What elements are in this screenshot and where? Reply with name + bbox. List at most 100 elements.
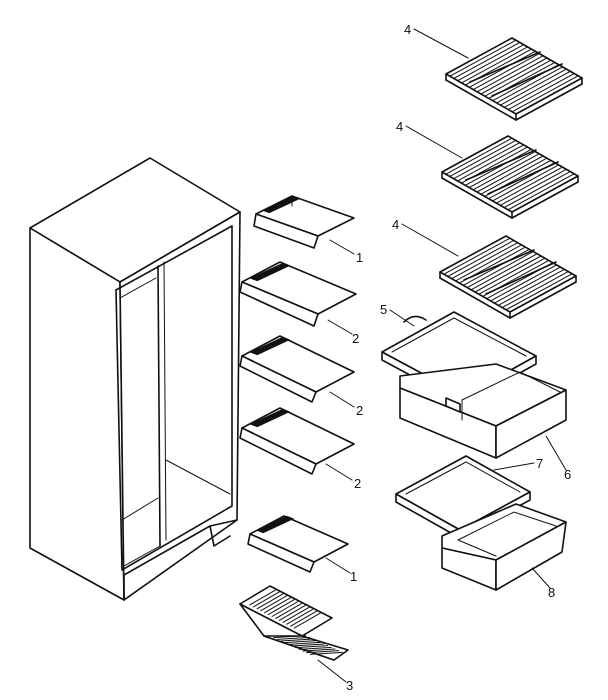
door-shelf-2-c: [239, 407, 355, 475]
wire-rod: [309, 651, 343, 655]
wire-rod: [280, 638, 314, 642]
door-shelf-1-bottom: [247, 515, 349, 573]
wire-rod: [254, 338, 288, 355]
wire-rod: [293, 612, 321, 629]
wire-rod: [476, 155, 544, 193]
wire-rod: [501, 271, 569, 309]
wire-rod: [449, 39, 517, 77]
callout-4-lower: 4: [392, 217, 399, 232]
wire-rod: [474, 255, 542, 293]
door-shelf-2-b: [239, 335, 355, 403]
dairy-bin: [239, 585, 349, 661]
wire-rod: [490, 264, 558, 302]
wire-rod: [251, 337, 285, 354]
wire-rod: [253, 264, 287, 280]
wire-rod: [445, 137, 513, 175]
wire-rod: [255, 338, 289, 355]
wire-shelf-lower: [439, 235, 577, 319]
wire-rod: [455, 244, 523, 282]
wire-rod: [472, 53, 540, 91]
callout-2-b: 2: [356, 403, 363, 418]
wire-rod: [264, 196, 296, 212]
wire-rod: [251, 409, 285, 426]
wire-rod: [306, 650, 340, 654]
callout-5: 5: [380, 302, 387, 317]
wire-rod: [468, 151, 536, 189]
crisper-drawer-upper: [399, 363, 567, 459]
wire-rod: [276, 636, 310, 640]
wire-rod: [262, 195, 294, 211]
wire-rod: [256, 265, 290, 282]
door-shelf-1-top: [253, 195, 355, 249]
wire-rod: [451, 242, 519, 280]
wire-rod: [250, 408, 284, 425]
wire-rod: [262, 518, 294, 534]
wire-rod: [478, 257, 546, 295]
wire-rod: [507, 173, 575, 211]
door-shelf-2-a: [239, 261, 357, 327]
wire-rod: [453, 41, 521, 79]
wire-rod: [267, 197, 299, 213]
wire-rod: [457, 44, 525, 82]
wire-shelf-top: [445, 37, 583, 121]
wire-rod: [254, 264, 288, 281]
wire-rod: [255, 264, 289, 281]
wire-rod: [256, 411, 290, 428]
wire-rod: [290, 610, 318, 627]
wire-rod: [250, 262, 284, 279]
wire-rod: [251, 409, 285, 426]
wire-rod: [495, 166, 563, 204]
wire-rod: [291, 643, 325, 647]
wire-rod: [287, 641, 321, 645]
wire-rod: [470, 253, 538, 291]
wire-rod: [264, 597, 292, 614]
wire-rod: [282, 606, 310, 623]
wire-rod: [252, 263, 286, 280]
refrigerator-cabinet: [29, 157, 241, 601]
wire-rod: [255, 410, 289, 427]
wire-rod: [505, 273, 573, 311]
wire-rod: [472, 153, 540, 191]
wire-rod: [271, 601, 299, 617]
wire-rod: [449, 139, 517, 177]
wire-rod: [464, 148, 532, 186]
wire-rod: [253, 338, 287, 354]
wire-rod: [256, 593, 284, 610]
wire-rod: [295, 645, 329, 649]
wire-rod: [257, 516, 289, 532]
wire-rod: [497, 268, 565, 306]
leader-lines: [317, 28, 567, 683]
wire-rod: [476, 55, 544, 93]
wire-rod: [284, 640, 318, 644]
wire-rod: [263, 196, 295, 212]
wire-rod: [256, 515, 288, 531]
wire-rod: [251, 263, 285, 280]
wire-rod: [268, 198, 300, 214]
wire-rod: [499, 168, 567, 206]
wire-rod: [461, 46, 529, 84]
callout-2-a: 2: [352, 331, 359, 346]
callout-6: 6: [564, 467, 571, 482]
wire-rod: [251, 337, 285, 354]
wire-rod: [261, 517, 293, 533]
callout-2-c: 2: [354, 476, 361, 491]
crisper-drawer-lower: [441, 503, 567, 591]
wire-rod: [496, 66, 564, 104]
callout-1-bottom: 1: [350, 569, 357, 584]
wire-rod: [298, 646, 332, 650]
wire-rod: [255, 264, 289, 281]
wire-rod: [263, 196, 295, 212]
wire-rod: [503, 70, 571, 108]
wire-rod: [492, 164, 560, 202]
wire-rod: [255, 338, 289, 355]
wire-rod: [275, 602, 303, 619]
wire-rod: [511, 75, 579, 113]
wire-rod: [267, 599, 295, 616]
wire-shelf-middle: [441, 135, 579, 219]
wire-rod: [462, 248, 530, 286]
wire-rod: [480, 57, 548, 95]
callout-8: 8: [548, 585, 555, 600]
wire-rod: [507, 73, 575, 111]
